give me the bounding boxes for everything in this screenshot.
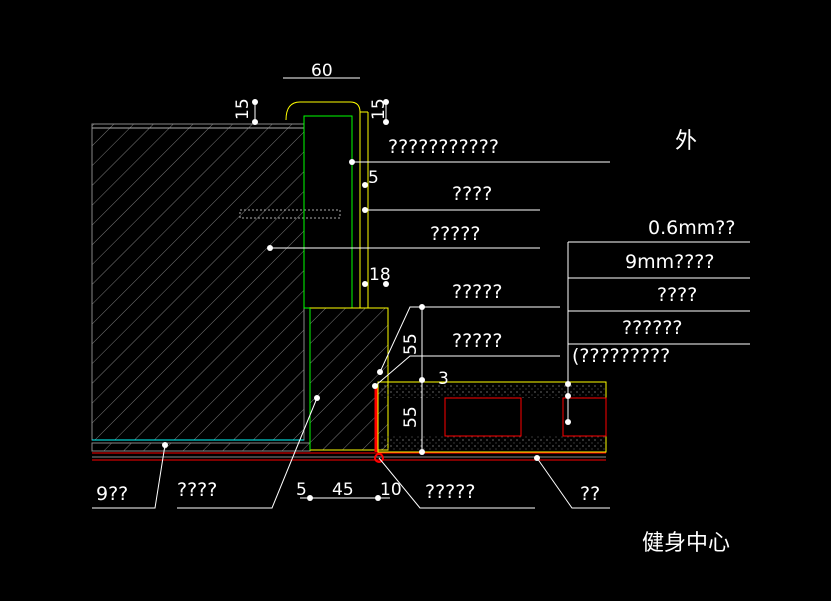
bottom-label-1: 9?? [96,483,128,505]
label-5: ????? [452,330,502,352]
leader-lines [92,77,750,509]
label-4: ????? [452,281,502,303]
label-2: ???? [452,183,492,205]
dim-45: 45 [332,480,354,500]
dim-10: 10 [380,480,402,500]
label-3: ????? [430,223,480,245]
bottom-label-4: ?? [580,483,600,505]
label-1: ??????????? [388,136,499,158]
anchor-bolt [239,209,341,219]
drawing-title: 健身中心 [642,531,730,556]
floor-layers-left [91,439,606,461]
dim-5-bottom: 5 [296,480,307,500]
dim-3: 3 [438,369,449,389]
dim-55-upper: 55 [401,333,421,355]
dim-60: 60 [311,61,333,81]
concrete-wall [91,123,305,441]
dim-55-lower: 55 [401,406,421,428]
wood-floor [374,381,607,463]
right-label-5: (????????? [572,345,670,367]
dim-15-left: 15 [233,98,253,120]
bottom-label-3: ????? [425,481,475,503]
right-label-1: 0.6mm?? [648,217,735,239]
right-label-4: ?????? [622,317,683,339]
bottom-label-2: ???? [177,479,217,501]
dim-18: 18 [369,265,391,285]
right-label-3: ???? [657,284,697,306]
leader-dots [162,99,571,501]
dim-15-right: 15 [369,98,389,120]
dim-5: 5 [368,168,379,188]
outside-label: 外 [675,129,697,154]
right-label-2: 9mm???? [625,251,714,273]
